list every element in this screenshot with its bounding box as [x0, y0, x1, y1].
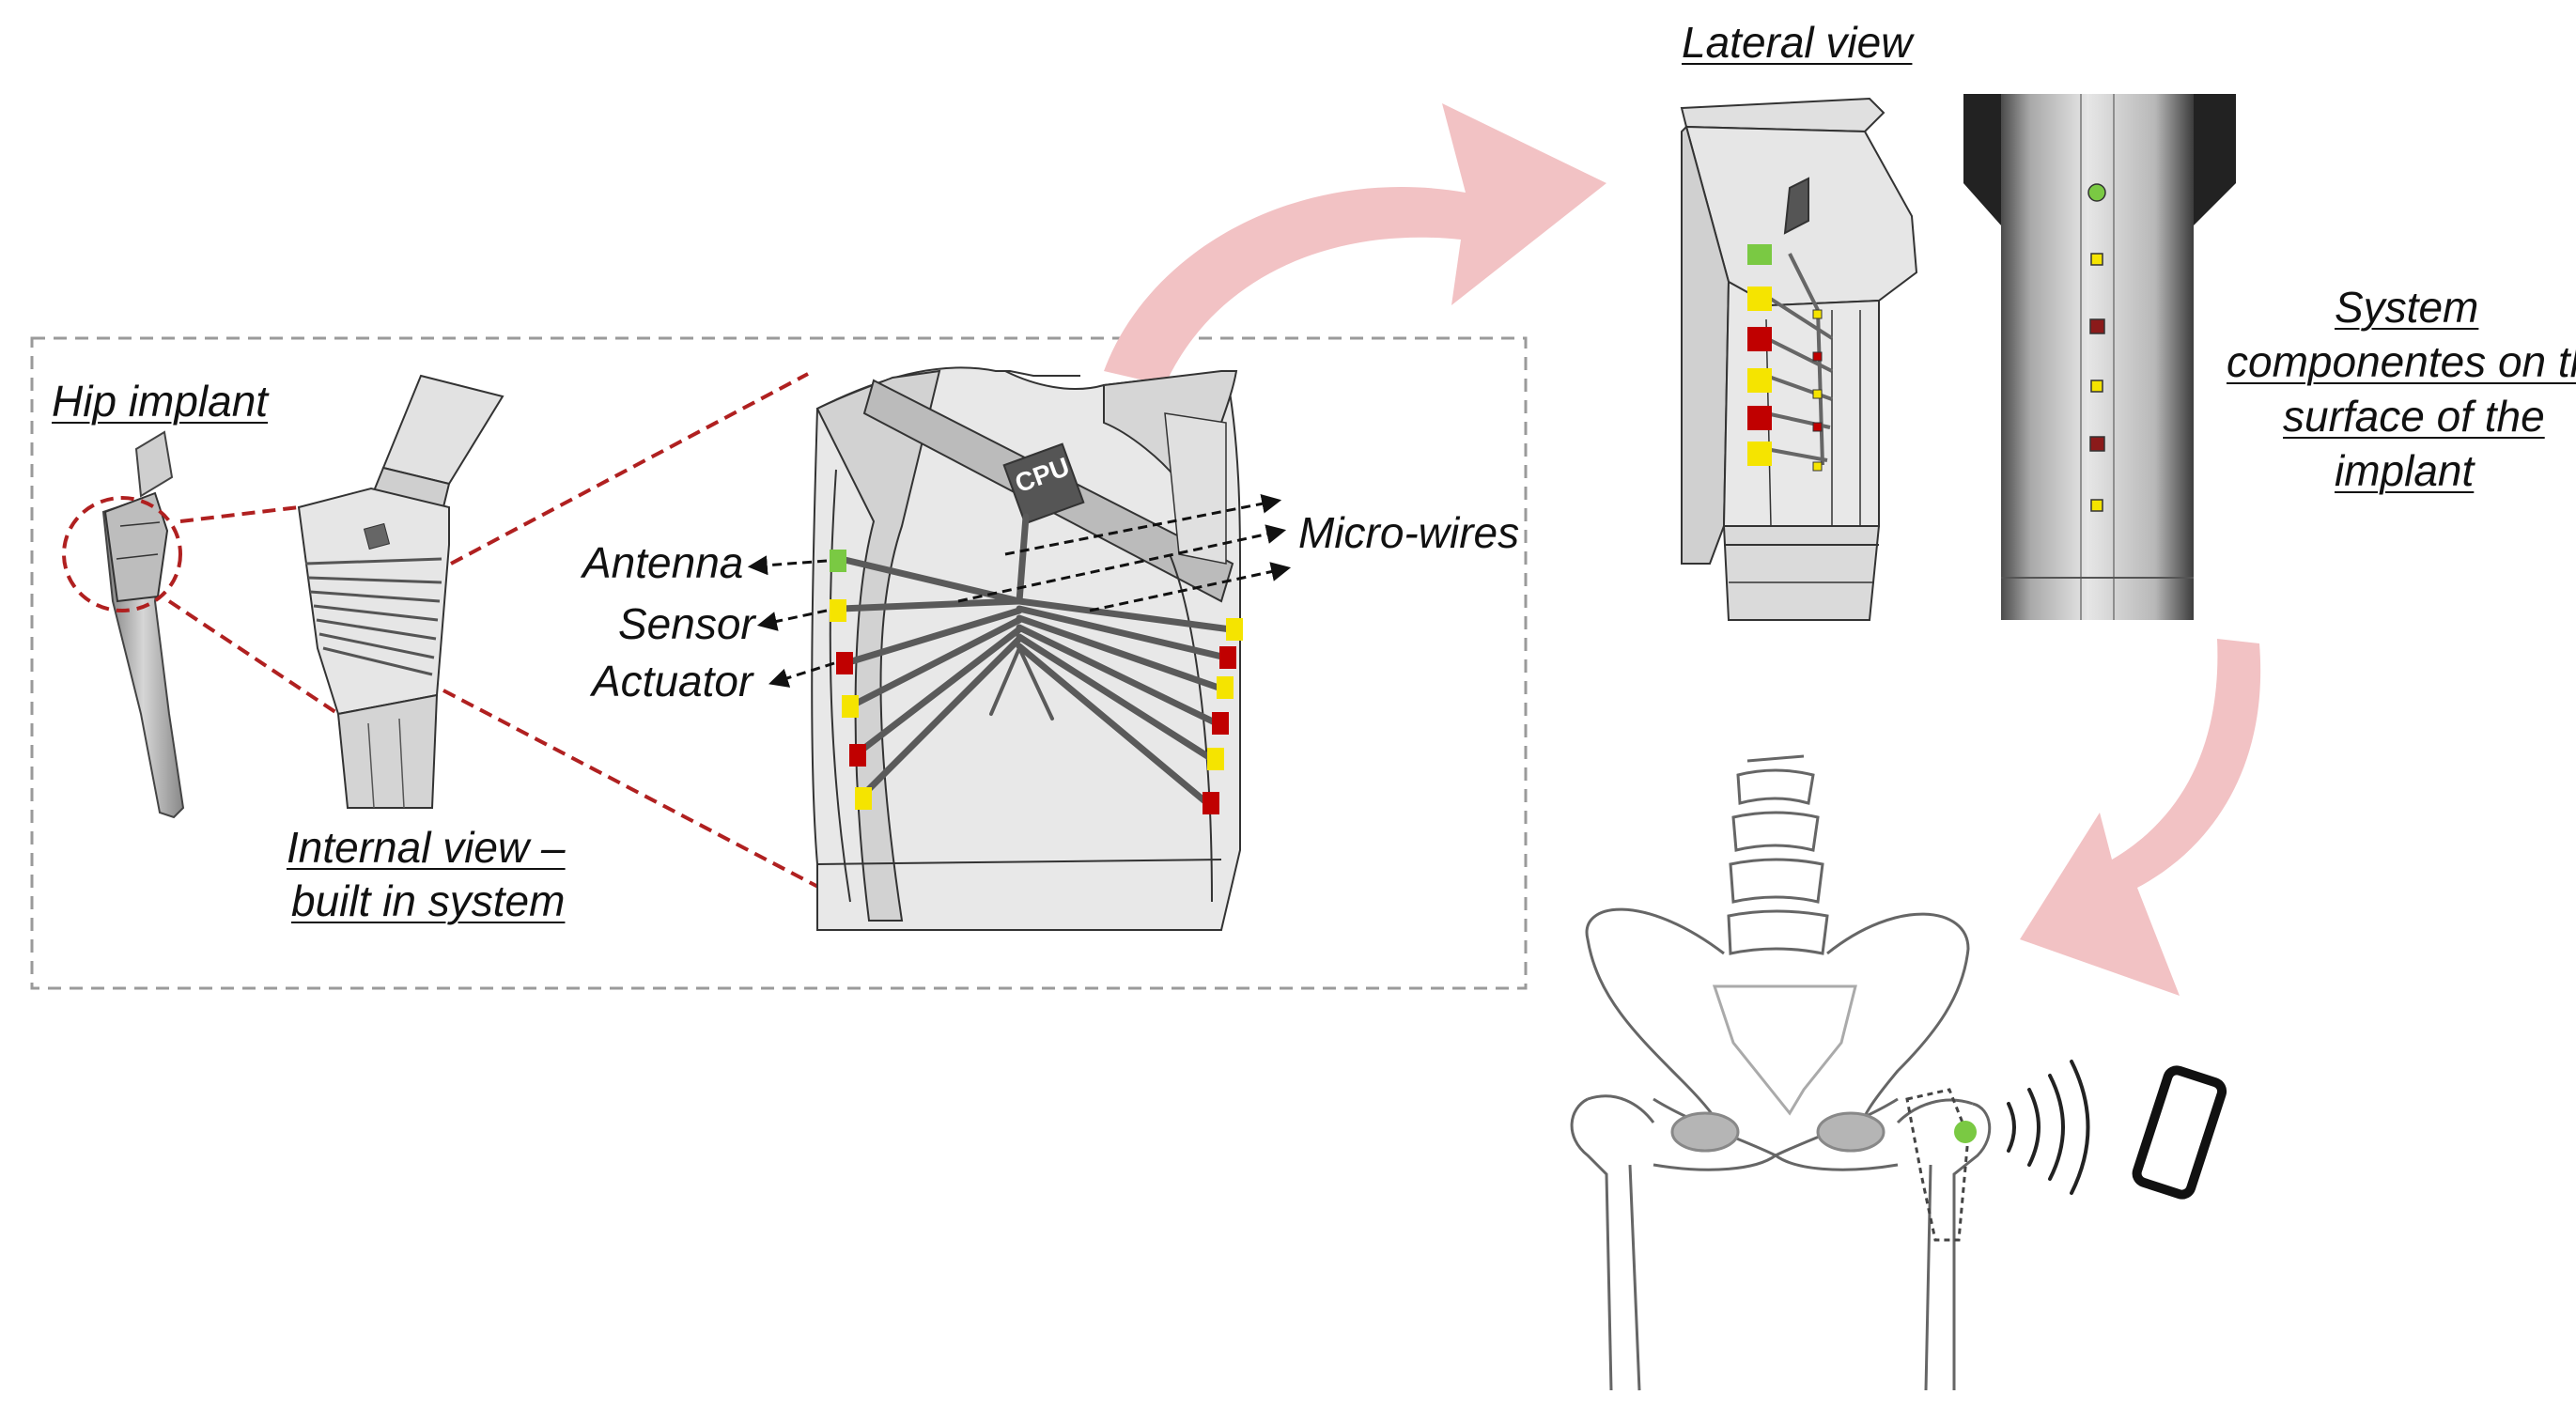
sensor-label: Sensor: [618, 599, 755, 648]
pelvis-skeleton: [1570, 754, 1992, 1391]
hip-implant-small: [62, 430, 185, 819]
lateral-view-label: Lateral view: [1682, 18, 1913, 67]
pink-arrow-top: [1104, 103, 1606, 385]
internal-view-label-line2: built in system: [291, 876, 566, 925]
system-label-line4: implant: [2335, 446, 2475, 495]
surface-view-cylinder: [1963, 94, 2236, 620]
pink-arrow-right: [2020, 639, 2261, 996]
antenna-marker: [830, 550, 846, 572]
hip-implant-label: Hip implant: [52, 377, 269, 426]
lateral-view-implant: [1680, 97, 1918, 621]
internal-view-label-line1: Internal view –: [287, 823, 566, 872]
internal-view-frame: [30, 336, 1528, 990]
zoom-circle: [62, 496, 182, 612]
wireless-icon: [2007, 1060, 2090, 1195]
micro-wires-label: Micro-wires: [1298, 508, 1520, 557]
actuator-label: Actuator: [592, 657, 753, 705]
system-label-line2: componentes on the: [2227, 337, 2576, 386]
internal-view-implant: [297, 374, 504, 809]
implant-indicator: [1954, 1121, 1977, 1143]
system-label-line3: surface of the: [2283, 392, 2545, 441]
smartphone-icon: [2132, 1065, 2227, 1200]
cpu-chip: [1002, 442, 1085, 525]
components-left: [830, 550, 872, 810]
system-label-line1: System: [2335, 283, 2479, 332]
components-right: [1203, 618, 1243, 814]
antenna-label: Antenna: [582, 538, 744, 587]
micro-wires: [837, 513, 1234, 807]
label-arrows: [747, 493, 1292, 688]
